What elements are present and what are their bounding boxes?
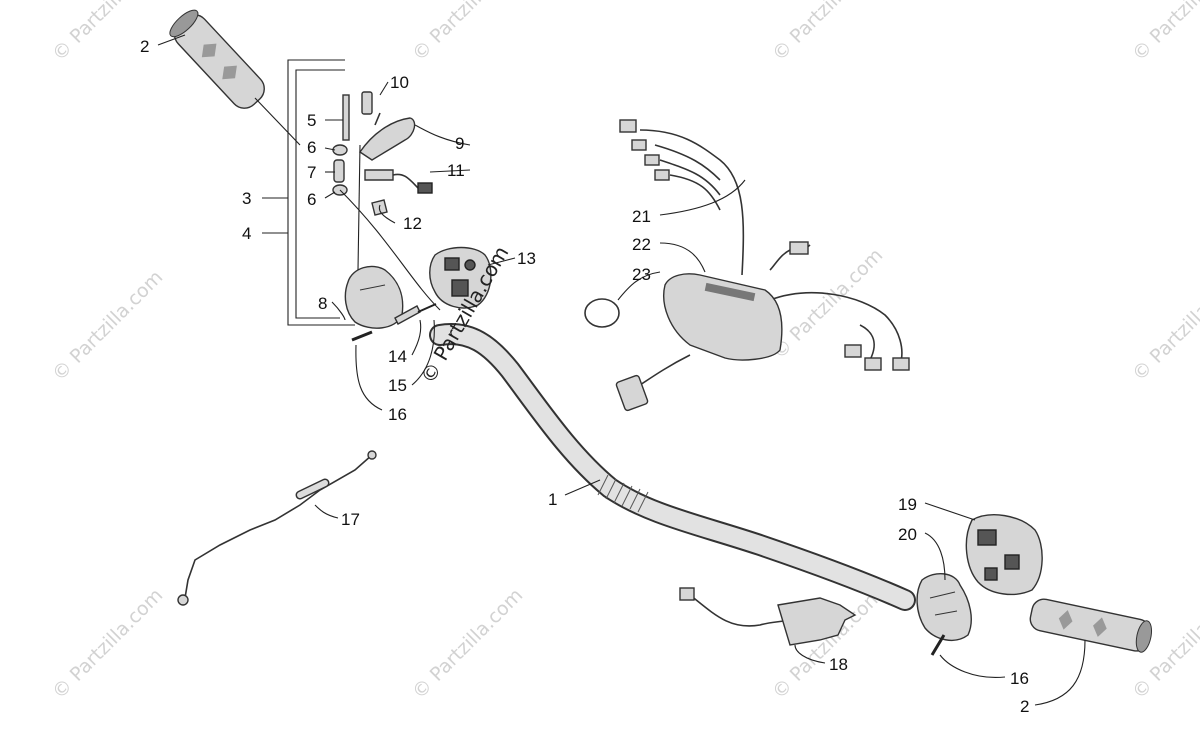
part-label-15: 15 <box>388 376 407 395</box>
wiring-harness <box>584 119 910 412</box>
part-label-8: 8 <box>318 294 327 313</box>
left-grip <box>169 9 265 109</box>
watermark-layer: © Partzilla.com © Partzilla.com © Partzi… <box>48 0 1200 704</box>
group-bracket-outer <box>287 59 355 326</box>
clip <box>361 91 373 115</box>
watermark: © Partzilla.com <box>408 0 527 66</box>
throttle-lever-assembly <box>332 91 433 216</box>
watermark: © Partzilla.com <box>1128 266 1200 385</box>
part-label-12: 12 <box>403 214 422 233</box>
watermark: © Partzilla.com <box>768 0 887 66</box>
watermark: © Partzilla.com <box>408 584 527 703</box>
screw <box>417 303 437 313</box>
part-label-7: 7 <box>307 163 316 182</box>
part-label-4: 4 <box>242 224 251 243</box>
screw <box>351 330 373 342</box>
group-bracket-inner <box>295 69 345 319</box>
part-label-6: 6 <box>307 190 316 209</box>
part-label-18: 18 <box>829 655 848 674</box>
part-label-20: 20 <box>898 525 917 544</box>
cable-tie <box>584 298 620 328</box>
leader-lines <box>157 34 1086 706</box>
right-switch-assembly <box>916 514 1043 642</box>
part-label-6: 6 <box>307 138 316 157</box>
left-switch-housing <box>344 265 421 329</box>
part-label-2: 2 <box>1020 697 1029 716</box>
part-label-11: 11 <box>447 161 465 180</box>
part-labels: 2 3 4 5 6 7 6 8 9 10 11 12 13 14 15 16 1… <box>140 37 1029 716</box>
screw <box>930 634 946 656</box>
part-label-23: 23 <box>632 265 651 284</box>
part-label-13: 13 <box>517 249 536 268</box>
part-label-19: 19 <box>898 495 917 514</box>
watermark: © Partzilla.com <box>1128 0 1200 66</box>
part-label-3: 3 <box>242 189 251 208</box>
throttle-cable <box>177 450 377 606</box>
watermark: © Partzilla.com <box>48 266 167 385</box>
part-label-5: 5 <box>307 111 316 130</box>
handlebar <box>429 323 916 611</box>
switch-module <box>429 246 492 309</box>
part-label-16: 16 <box>1010 669 1029 688</box>
part-label-22: 22 <box>632 235 651 254</box>
watermark: © Partzilla.com <box>48 584 167 703</box>
part-label-17: 17 <box>341 510 360 529</box>
grip-heater <box>679 587 857 646</box>
part-label-16: 16 <box>388 405 407 424</box>
right-grip <box>1029 598 1153 653</box>
part-label-14: 14 <box>388 347 407 366</box>
part-label-2: 2 <box>140 37 149 56</box>
part-label-1: 1 <box>548 490 557 509</box>
throttle-lever <box>359 117 416 161</box>
part-label-10: 10 <box>390 73 409 92</box>
part-label-9: 9 <box>455 134 464 153</box>
pin <box>342 94 350 141</box>
part-label-21: 21 <box>632 207 651 226</box>
watermark: © Partzilla.com <box>768 244 887 363</box>
